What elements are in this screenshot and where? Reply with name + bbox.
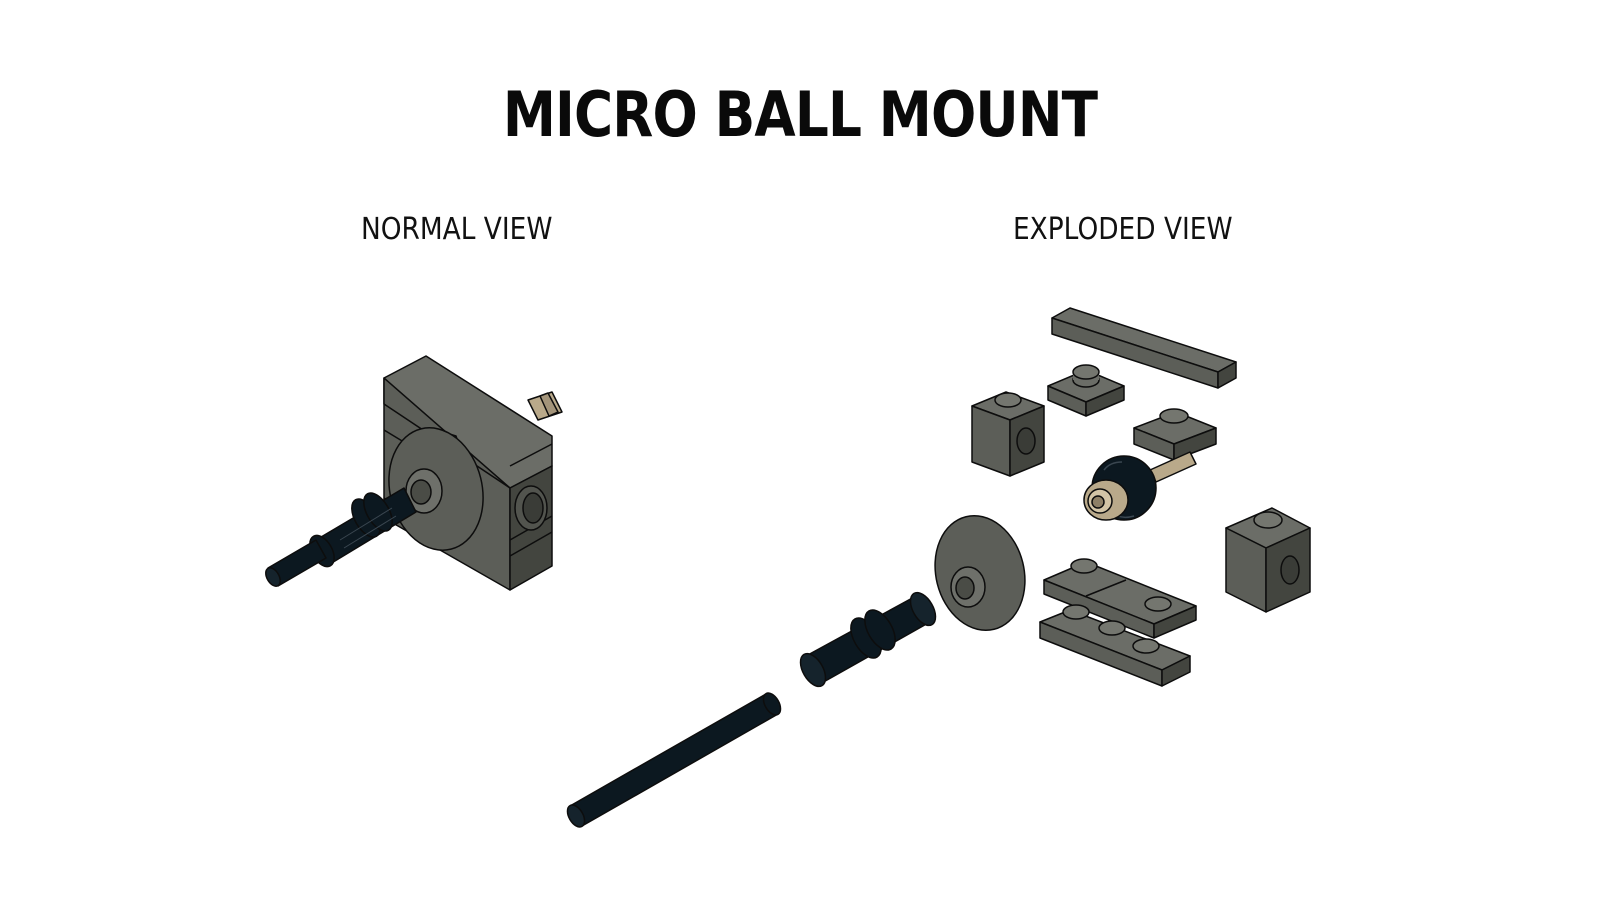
plate-1x1-top: [1047, 364, 1125, 417]
tan-axle-end: [527, 391, 563, 421]
plate-2x2-lower: [1039, 604, 1191, 687]
black-pin-exploded: [799, 591, 937, 688]
long-tile: [1051, 307, 1237, 389]
plate-2x2-upper: [1043, 558, 1197, 639]
technic-brick-left: [971, 391, 1045, 477]
normal-view-label: NORMAL VIEW: [361, 212, 553, 247]
page-title: MICRO BALL MOUNT: [502, 78, 1098, 151]
exploded-view-label: EXPLODED VIEW: [1013, 212, 1233, 247]
dish-exploded: [934, 514, 1026, 632]
exploded-view-assembly: [566, 307, 1311, 828]
dish-part: [388, 427, 484, 551]
plate-1x1-right: [1133, 408, 1217, 461]
technic-brick-right: [1225, 507, 1311, 613]
black-axle-assembled: [265, 539, 327, 587]
black-axle-exploded: [566, 692, 782, 828]
normal-view-assembly: [265, 355, 563, 591]
ball-joint: [1083, 455, 1157, 521]
